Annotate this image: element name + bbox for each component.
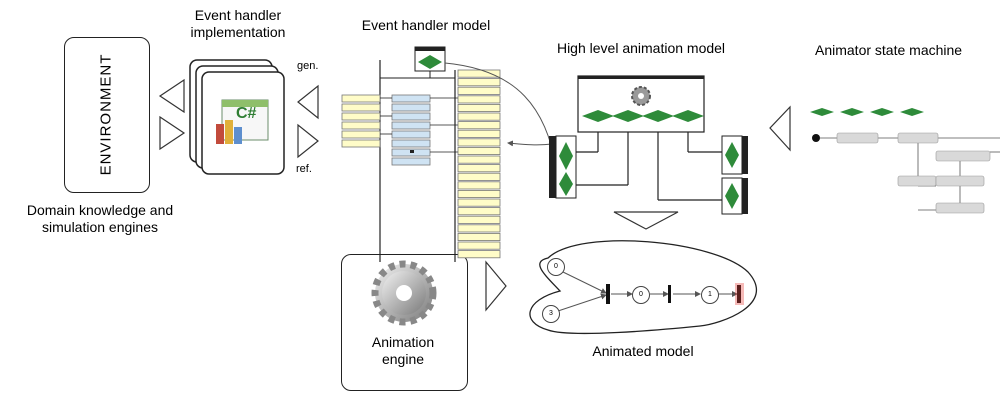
handler-box <box>457 138 501 147</box>
place-circle: 0 <box>632 286 650 304</box>
place-token: 0 <box>554 263 558 270</box>
domain-knowledge-label: Domain knowledge and simulation engines <box>26 202 174 235</box>
handler-box <box>457 189 501 198</box>
handler-box <box>457 95 501 104</box>
arrow-down <box>613 211 679 230</box>
animated-model-label: Animated model <box>592 343 694 359</box>
place-circle: 1 <box>701 286 719 304</box>
event-handler-implementation-label: Event handler implementation <box>190 7 286 40</box>
animator-state-machine-label: Animator state machine <box>815 42 963 58</box>
handler-box <box>457 215 501 224</box>
place-token: 1 <box>708 291 712 298</box>
handler-box <box>457 104 501 113</box>
place-token: 3 <box>549 310 553 317</box>
handler-box <box>457 121 501 130</box>
environment-box <box>64 37 150 193</box>
handler-box <box>457 69 501 78</box>
place-circle: 0 <box>547 258 565 276</box>
handler-box <box>457 207 501 216</box>
arrow-into-model <box>769 105 791 152</box>
handler-box <box>457 250 501 259</box>
code-documents <box>189 59 285 175</box>
arrow-right-bottom <box>159 115 186 151</box>
animated-model <box>529 240 757 335</box>
handler-box <box>457 224 501 233</box>
high-level-animation-model-label: High level animation model <box>556 40 726 56</box>
high-level-animation-model <box>549 75 748 215</box>
csharp-icon: C# <box>236 105 257 122</box>
arrow-engine-to-model <box>485 260 507 312</box>
gear-icon <box>371 260 437 326</box>
place-circle: 3 <box>542 305 560 323</box>
handler-box <box>457 232 501 241</box>
handler-box <box>457 78 501 87</box>
handler-box <box>457 181 501 190</box>
event-handler-model <box>341 46 501 262</box>
arrow-left-top <box>158 78 185 114</box>
handler-box <box>457 129 501 138</box>
handler-box <box>457 241 501 250</box>
gen-label: gen. <box>297 60 319 72</box>
handler-box <box>457 146 501 155</box>
ref-label: ref. <box>296 163 312 175</box>
arrow-ref <box>297 123 319 159</box>
handler-box <box>457 112 501 121</box>
handler-box <box>457 164 501 173</box>
animator-state-machine <box>769 105 1000 214</box>
place-token: 0 <box>639 291 643 298</box>
handler-box <box>457 172 501 181</box>
handler-box <box>457 198 501 207</box>
animation-engine-label: Animation engine <box>371 334 435 367</box>
event-handler-model-label: Event handler model <box>361 17 491 33</box>
arrow-gen <box>297 84 319 120</box>
handler-box <box>457 86 501 95</box>
handler-box <box>457 155 501 164</box>
